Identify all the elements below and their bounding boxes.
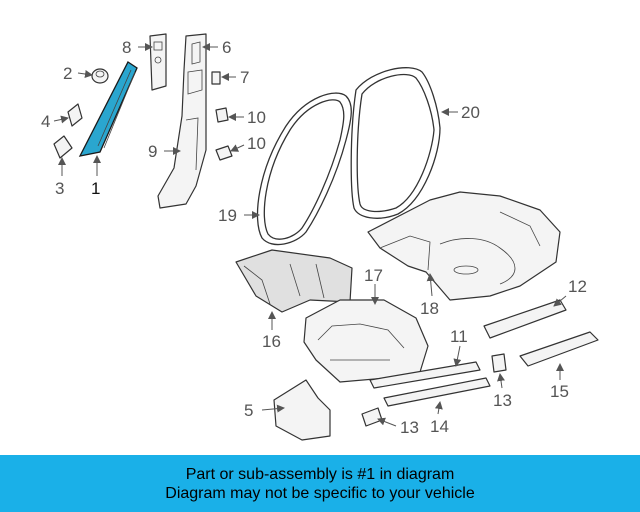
- part-9-b-pillar-trim[interactable]: [157, 33, 207, 209]
- info-banner: Part or sub-assembly is #1 in diagram Di…: [0, 455, 640, 512]
- callout-10b: 10: [247, 134, 266, 153]
- callout-labels: 1 2 3 4 5 6 7 8 9 10 10 11 12 13 13 14 1…: [41, 38, 587, 437]
- part-13-clip-a[interactable]: [491, 353, 507, 373]
- callout-20: 20: [461, 103, 480, 122]
- part-1-a-pillar-trim[interactable]: [78, 61, 138, 157]
- part-5-kick-panel[interactable]: [273, 379, 331, 441]
- part-7-clip[interactable]: [211, 71, 221, 85]
- callout-4: 4: [41, 112, 50, 131]
- part-14-sill-strip[interactable]: [383, 377, 491, 407]
- part-19-front-door-seal[interactable]: [256, 92, 352, 246]
- part-3-bracket[interactable]: [53, 135, 73, 159]
- callout-2: 2: [63, 64, 72, 83]
- callout-19: 19: [218, 206, 237, 225]
- callout-13b: 13: [400, 418, 419, 437]
- callout-3: 3: [55, 179, 64, 198]
- part-13-clip-b[interactable]: [361, 407, 383, 427]
- banner-line-part-number: Part or sub-assembly is #1 in diagram: [185, 465, 455, 483]
- callout-8: 8: [122, 38, 131, 57]
- part-8-upper-trim[interactable]: [149, 33, 167, 91]
- part-18-floor-carpet[interactable]: [367, 191, 561, 301]
- part-15-rear-sill-plate[interactable]: [519, 331, 599, 367]
- part-12-sill-plate[interactable]: [483, 299, 567, 339]
- part-10-clip-b[interactable]: [215, 145, 233, 161]
- callout-14: 14: [430, 417, 449, 436]
- part-10-clip-a[interactable]: [215, 107, 229, 123]
- callout-9: 9: [148, 142, 157, 161]
- leader-lines: [53, 43, 567, 427]
- part-2-grommet[interactable]: [91, 68, 109, 84]
- banner-line-disclaimer: Diagram may not be specific to your vehi…: [165, 484, 475, 502]
- callout-11: 11: [450, 327, 468, 346]
- callout-6: 6: [222, 38, 231, 57]
- callout-10a: 10: [247, 108, 266, 127]
- parts-diagram: 1 2 3 4 5 6 7 8 9 10 10 11 12 13 13 14 1…: [41, 33, 599, 441]
- callout-15: 15: [550, 382, 569, 401]
- callout-5: 5: [244, 401, 253, 420]
- callout-16: 16: [262, 332, 281, 351]
- part-17-floor-panel[interactable]: [303, 299, 429, 383]
- part-11-sill-strip[interactable]: [369, 361, 481, 389]
- part-4-clip[interactable]: [67, 103, 83, 127]
- callout-7: 7: [240, 68, 249, 87]
- callout-13a: 13: [493, 391, 512, 410]
- part-20-rear-door-seal[interactable]: [350, 67, 441, 219]
- callout-17: 17: [364, 266, 383, 285]
- callout-12: 12: [568, 277, 587, 296]
- callout-18: 18: [420, 299, 439, 318]
- callout-1: 1: [91, 179, 100, 198]
